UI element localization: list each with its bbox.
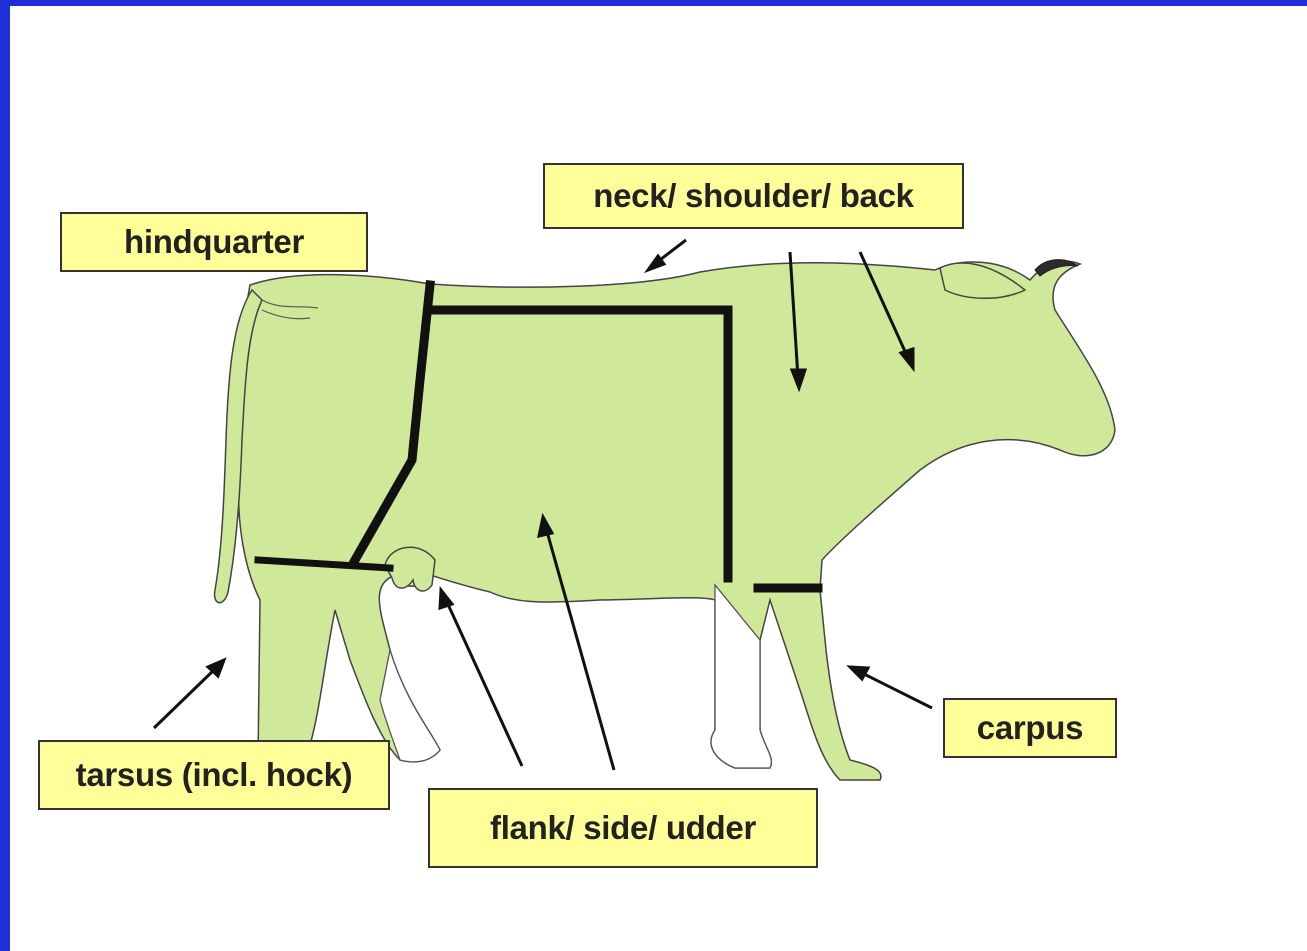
label-neck-shoulder-back: neck/ shoulder/ back	[543, 163, 964, 229]
arrow-tarsus	[154, 668, 216, 728]
arrowhead-carpus	[850, 667, 868, 679]
label-carpus: carpus	[943, 698, 1117, 758]
arrow-udder	[446, 600, 522, 766]
arrow-carpus	[860, 672, 932, 708]
label-hindquarter: hindquarter	[60, 212, 368, 272]
arrowhead-udder	[440, 590, 452, 608]
cow-ear	[940, 263, 1025, 298]
label-tarsus: tarsus (incl. hock)	[38, 740, 390, 810]
label-flank-side-udder: flank/ side/ udder	[428, 788, 818, 868]
